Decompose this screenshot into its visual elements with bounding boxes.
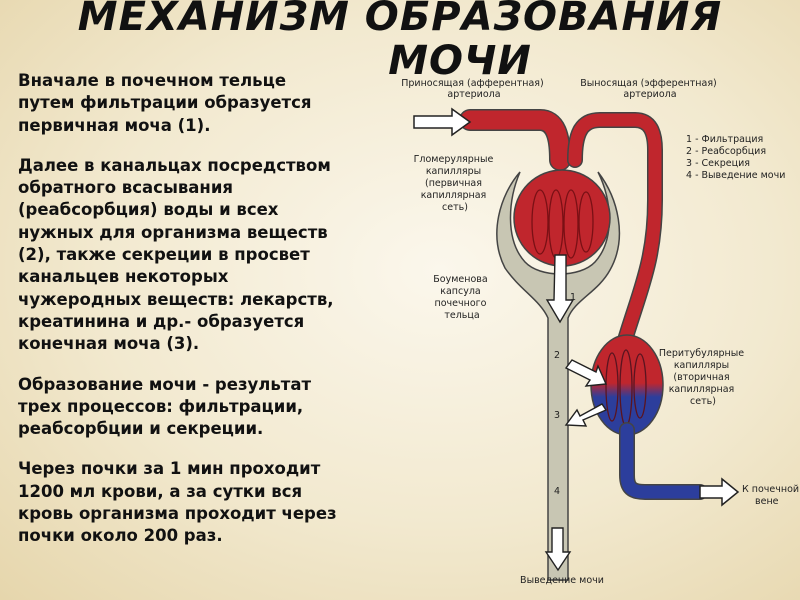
blood-in-arrow [413, 107, 472, 137]
filtration-arrow [545, 254, 575, 324]
peritubular-label: Перитубулярные капилляры (вторичная капи… [659, 348, 747, 407]
bowman-label: Боуменова капсула почечного тельца [433, 274, 490, 321]
glomerulus [513, 169, 611, 267]
description-text: Вначале в почечном тельце путем фильтрац… [18, 70, 398, 566]
legend: 1 - Фильтрация 2 - Реабсорбция 3 - Секре… [686, 134, 785, 181]
number-3: 3 [554, 410, 560, 421]
reabsorption-arrow [564, 359, 608, 387]
paragraph-reabsorption: Далее в канальцах посредством обратного … [18, 155, 334, 354]
paragraph-summary: Образование мочи - результат трех процес… [18, 374, 312, 439]
page-title: МЕХАНИЗМ ОБРАЗОВАНИЯ [77, 0, 723, 40]
secretion-arrow [564, 403, 608, 427]
page-title-line2: МОЧИ [388, 38, 532, 84]
paragraph-filtration: Вначале в почечном тельце путем фильтрац… [18, 71, 312, 135]
glomerulus-loops [531, 189, 594, 259]
glomerular-label: Гломерулярные капилляры (первичная капил… [414, 154, 497, 213]
renal-vein [619, 422, 708, 500]
excretion-arrow [544, 527, 572, 572]
afferent-label: Приносящая (афферентная) артериола [401, 78, 547, 100]
number-2: 2 [554, 350, 560, 361]
to-vein-label: К почечной вене [742, 484, 800, 507]
paragraph-blood-flow: Через почки за 1 мин проходит 1200 мл кр… [18, 459, 337, 546]
number-1: 1 [570, 292, 576, 303]
bowman-capsule [496, 171, 621, 581]
to-vein-arrow [699, 477, 740, 507]
excretion-label: Выведение мочи [520, 575, 604, 586]
peritubular-loops [605, 349, 647, 427]
efferent-label: Выносящая (эфферентная) артериола [580, 78, 720, 100]
number-4: 4 [554, 486, 560, 497]
